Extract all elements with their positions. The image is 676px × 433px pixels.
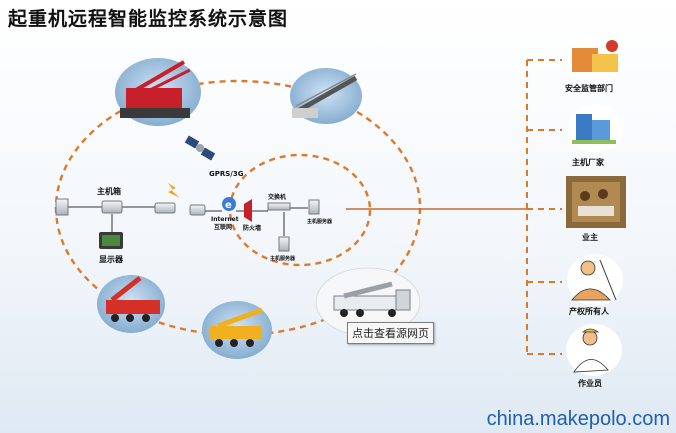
wireless-signal-icon [168,183,180,198]
server-bottom-label: 主机服务器 [270,255,296,262]
bus-branches [527,59,562,355]
host-box-icon [101,200,123,214]
internet-icon: e [222,197,236,211]
crane-photo-lattice [290,68,362,124]
page-title: 起重机远程智能监控系统示意图 [8,8,289,30]
internet-cn-label: 互联网 [214,223,232,231]
crane-photo-mobile-red [97,275,165,333]
terminal-icon [154,202,176,214]
server-icon-bottom [278,236,290,252]
watermark: china.makepolo.com [486,408,670,430]
controller-icon [55,198,69,216]
property-owner-icon [567,254,623,306]
svg-text:e: e [225,200,232,211]
firewall-label: 防火墙 [243,224,261,232]
owner-photo [566,176,626,228]
stakeholder-label-3: 业主 [582,232,598,242]
modem-icon [189,204,206,216]
host-box-label: 主机箱 [97,186,121,196]
view-source-tooltip[interactable]: 点击查看源网页 [347,322,434,344]
server-right-label: 主机服务器 [307,218,333,225]
display-label: 显示器 [99,255,124,264]
crane-photo-crawler-red [115,58,201,126]
network-ring [228,153,372,267]
stakeholder-label-5: 作业员 [578,378,602,388]
stakeholder-label-4: 产权所有人 [569,306,610,316]
chain-connectors [68,206,308,236]
stakeholder-label-1: 安全监管部门 [565,83,613,93]
safety-department-icon [567,36,623,84]
display-icon [99,232,123,249]
stakeholder-label-2: 主机厂家 [572,157,605,167]
gprs-label: GPRS/3G [209,170,244,178]
satellite-icon [184,135,216,161]
server-icon-right [308,199,320,215]
crane-photo-mobile-yellow [202,301,272,359]
firewall-icon [244,199,252,222]
switch-icon [267,202,291,211]
internet-label: Internet [211,216,239,223]
switch-label: 交换机 [268,193,286,201]
operator-icon [566,324,622,376]
manufacturer-icon [568,104,624,152]
